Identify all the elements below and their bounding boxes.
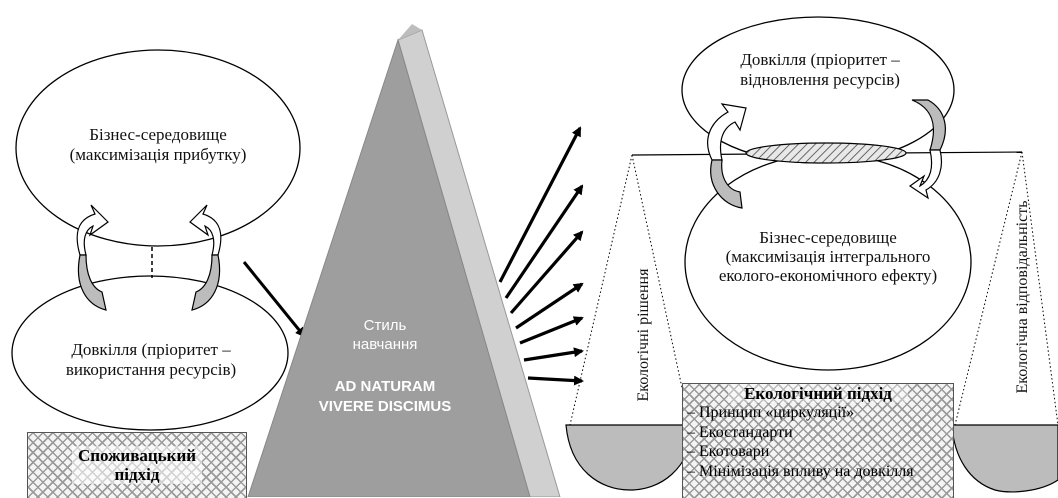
left-to-pyramid-arrow	[242, 261, 306, 338]
ecological-approach-title: Екологічний підхід	[728, 384, 908, 403]
left-pan-vertical-label: Екологічні рішення	[635, 268, 652, 402]
right-cycle-arrow-right	[908, 99, 946, 200]
ray-arrow-2	[504, 184, 584, 299]
left-environment-ellipse	[11, 275, 289, 431]
right-environment-title: Довкілля (пріоритет –	[740, 50, 900, 69]
pyramid-front	[247, 38, 531, 497]
pyramid-style-line2: навчання	[352, 336, 418, 353]
overlap-hatched-ellipse	[745, 142, 907, 164]
pyramid-motto-line1: AD NATURAM	[334, 378, 436, 395]
ray-arrow-7	[527, 375, 584, 386]
left-business-env-title: Бізнес-середовище	[89, 125, 227, 144]
ecological-approach-box: Екологічний підхід – Принцип «циркуляції…	[682, 383, 954, 498]
left-scale-pan	[565, 424, 695, 491]
ray-arrow-4	[515, 282, 584, 330]
left-business-env-label: Бізнес-середовище (максимізація прибутку…	[28, 125, 288, 165]
left-cycle-arrow-right	[189, 204, 222, 311]
ecological-approach-item: – Екотовари	[687, 443, 770, 460]
right-business-env-label: Бізнес-середовище (максимізація інтеграл…	[680, 228, 976, 285]
ecological-approach-item: – Принцип «циркуляції»	[687, 404, 855, 421]
left-cycle-arrow-left	[76, 204, 109, 311]
pyramid-top	[398, 24, 422, 40]
ray-arrow-5	[519, 316, 584, 345]
right-pan-vertical-label: Екологічна відповідальність	[1014, 200, 1031, 394]
left-environment-subtitle: використання ресурсів)	[65, 360, 237, 379]
ecological-approach-item: – Екостандарти	[687, 423, 793, 441]
consumer-approach-line2: підхід	[114, 465, 160, 484]
right-business-env-subtitle2: еколого-економічного ефекту)	[718, 266, 938, 285]
left-environment-label: Довкілля (пріоритет – використання ресур…	[20, 340, 282, 380]
right-business-env-subtitle: (максимізація інтегрального	[725, 247, 931, 266]
right-environment-subtitle: відновлення ресурсів)	[740, 70, 900, 89]
ray-arrow-3	[509, 230, 584, 315]
right-cycle-arrow-left	[707, 103, 747, 209]
consumer-approach-title: Споживацький підхід	[72, 446, 202, 484]
consumer-approach-line1: Споживацький	[77, 446, 197, 465]
ray-arrow-1	[498, 126, 582, 283]
left-business-env-subtitle: (максимізація прибутку)	[69, 145, 247, 164]
pyramid-radiating-arrows	[498, 126, 584, 386]
scale-strings	[569, 151, 1058, 426]
pyramid-motto-line2: VIVERE DISCIMUS	[318, 398, 452, 415]
right-scale-pan	[951, 424, 1058, 493]
ecological-approach-item: – Мінімізація впливу на довкілля	[687, 462, 914, 480]
left-environment-title: Довкілля (пріоритет –	[71, 340, 231, 359]
right-business-env-title: Бізнес-середовище	[759, 228, 897, 247]
ray-arrow-6	[523, 347, 584, 362]
pyramid-motto: AD NATURAM VIVERE DISCIMUS	[305, 377, 465, 417]
consumer-approach-box: Споживацький підхід	[27, 432, 247, 498]
pyramid-style-line1: Стиль	[363, 317, 407, 334]
right-environment-ellipse	[681, 16, 955, 164]
pyramid-style-label: Стиль навчання	[330, 316, 440, 354]
ecological-approach-list: – Принцип «циркуляції» – Екостандарти – …	[683, 403, 953, 481]
right-environment-label: Довкілля (пріоритет – відновлення ресурс…	[690, 50, 950, 90]
left-business-env-ellipse	[15, 49, 301, 247]
